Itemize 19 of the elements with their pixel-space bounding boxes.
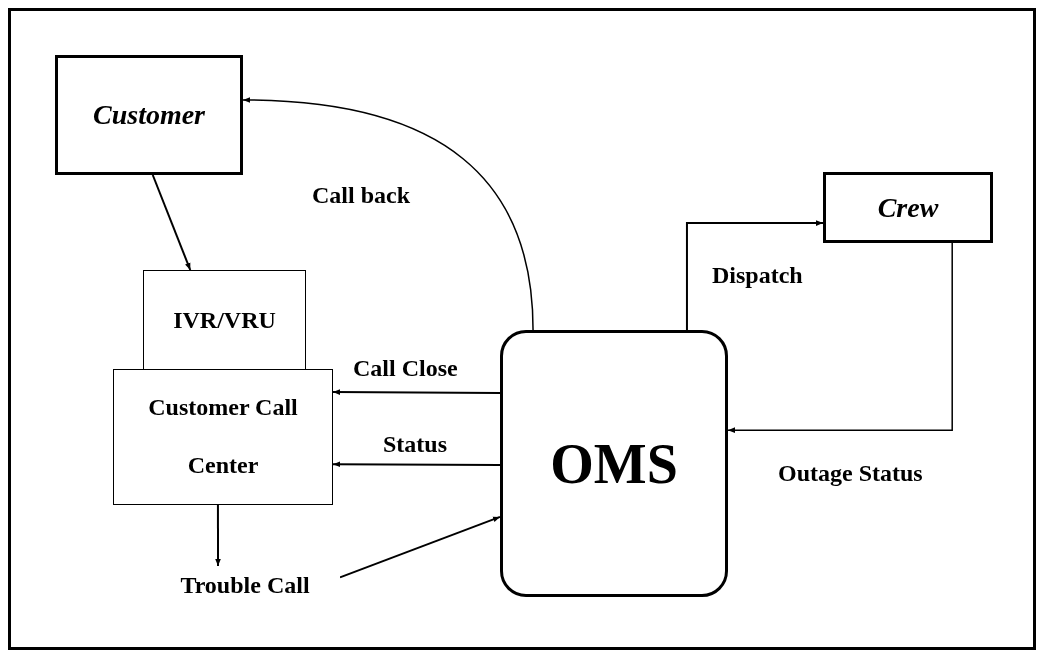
- node-label: IVR/VRU: [173, 306, 276, 334]
- system-box: [500, 330, 728, 597]
- arrow: [727, 242, 953, 433]
- node-label: Customer: [93, 99, 205, 131]
- actor-box: [55, 55, 243, 175]
- arrow: [685, 220, 824, 331]
- node-label: OMS: [550, 431, 678, 496]
- process-box: [113, 369, 333, 505]
- arrow: [339, 515, 501, 579]
- flow-label: Trouble Call: [180, 571, 310, 599]
- node-label: Customer Call Center: [147, 393, 299, 480]
- arrow: [151, 174, 192, 271]
- node-label: Crew: [877, 191, 939, 224]
- actor-box: [823, 172, 993, 243]
- arrow: [332, 389, 501, 395]
- arrow: [242, 97, 534, 331]
- arrow: [215, 504, 221, 567]
- process-box: [143, 270, 306, 370]
- arrow: [332, 461, 501, 468]
